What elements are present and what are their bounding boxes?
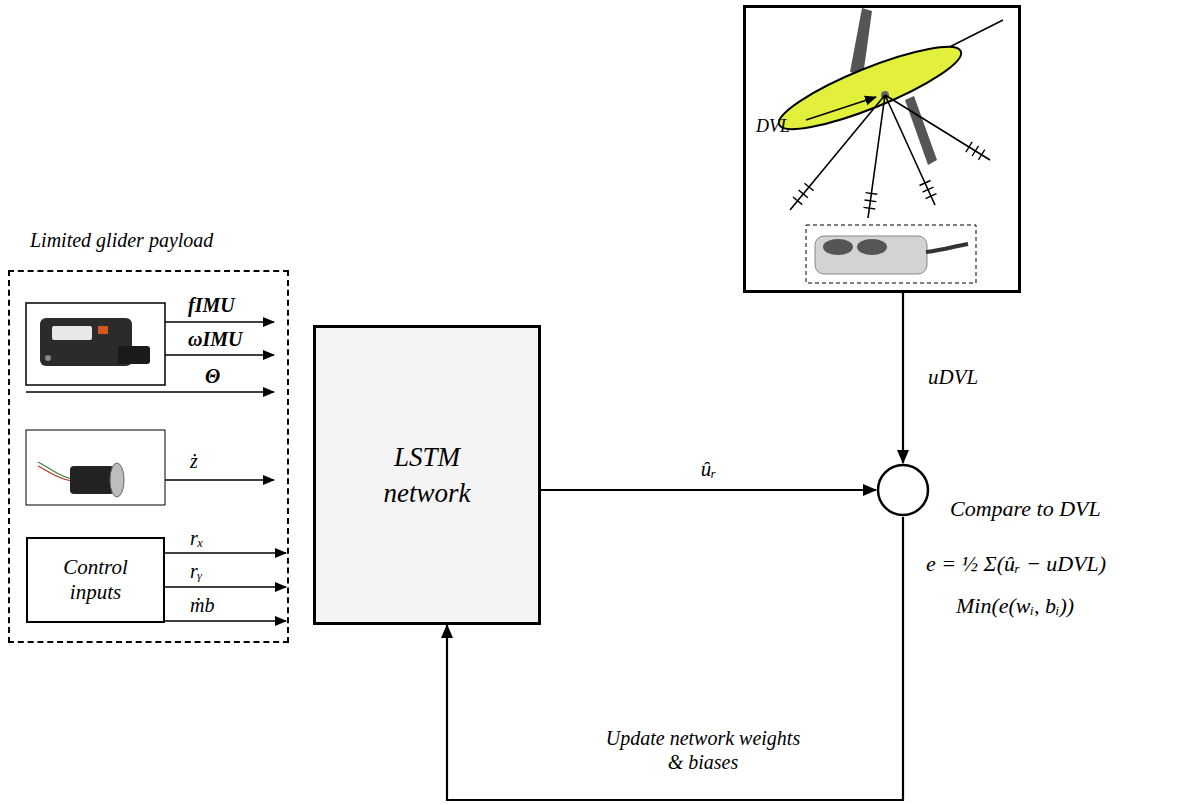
dvl-picture-part bbox=[857, 239, 887, 255]
dvl-picture bbox=[806, 225, 976, 283]
box-label: Control inputs bbox=[41, 555, 151, 605]
glider-picture-part-part bbox=[866, 193, 878, 195]
signal-arrows-part bbox=[165, 479, 274, 481]
imu-picture-part bbox=[26, 303, 165, 385]
connector-label: Update network weights & biases bbox=[595, 726, 811, 774]
signal-connector bbox=[902, 293, 904, 463]
signal-name: ωIMU bbox=[188, 328, 242, 350]
glider-picture-part bbox=[806, 97, 876, 120]
glider-picture-part bbox=[868, 95, 885, 218]
loss-formula: e = ½ Σ(ûᵣ − uDVL) bbox=[926, 551, 1106, 577]
glider-picture-part-part bbox=[793, 197, 802, 205]
control-inputs-box: Control inputs bbox=[26, 537, 165, 623]
payload-group: Limited glider payloadControl inputs bbox=[8, 270, 289, 643]
signal-connector bbox=[541, 489, 876, 491]
signal-name: rₓ bbox=[190, 527, 203, 549]
glider-picture-part bbox=[850, 8, 872, 76]
glider-picture-part-part bbox=[923, 187, 934, 192]
dvl-picture-part bbox=[815, 236, 927, 274]
connector-label: uDVL bbox=[925, 365, 981, 390]
glider-picture-part-part bbox=[966, 142, 972, 152]
glider-picture-part-part bbox=[972, 146, 978, 156]
glider-picture-part bbox=[885, 95, 990, 160]
signal-arrows-part bbox=[165, 586, 286, 588]
pressure-sensor-picture-part bbox=[110, 463, 124, 497]
dvl-picture-part bbox=[823, 239, 853, 255]
group-heading: Limited glider payload bbox=[30, 228, 213, 252]
junction-circle bbox=[876, 463, 930, 517]
connector-label: ûᵣ bbox=[698, 457, 720, 482]
glider-picture-part bbox=[905, 96, 937, 165]
glider-picture-part-part bbox=[804, 183, 813, 191]
junction-note: Compare to DVL bbox=[950, 496, 1101, 522]
signal-arrows-part bbox=[165, 552, 286, 554]
junction-circle bbox=[878, 465, 928, 515]
imu-picture-part bbox=[45, 355, 51, 361]
glider-picture bbox=[772, 8, 1003, 218]
pressure-sensor-picture bbox=[26, 430, 165, 505]
glider-picture-part-part bbox=[926, 194, 937, 199]
box-label: LSTM network bbox=[362, 439, 492, 512]
pressure-sensor-picture-part bbox=[38, 466, 72, 481]
signal-name: rᵧ bbox=[190, 560, 202, 582]
glider-picture-part bbox=[790, 95, 885, 210]
signal-name: Θ bbox=[205, 365, 220, 387]
signal-arrows-part bbox=[165, 354, 274, 356]
glider-picture-part bbox=[793, 142, 985, 209]
glider-picture-part-part bbox=[864, 207, 876, 209]
objective-formula: Min(e(wᵢ, bᵢ)) bbox=[956, 593, 1074, 619]
signal-arrows-part bbox=[165, 321, 274, 323]
glider-picture-part-part bbox=[920, 181, 931, 186]
signal-name: fIMU bbox=[188, 294, 235, 316]
glider-picture-part bbox=[772, 33, 969, 144]
imu-picture-part bbox=[118, 346, 150, 364]
pressure-sensor-picture-part bbox=[26, 430, 165, 505]
glider-picture-part-part bbox=[865, 200, 877, 202]
imu-picture-part bbox=[52, 326, 92, 340]
compare-junction: Compare to DVLe = ½ Σ(ûᵣ − uDVL)Min(e(wᵢ… bbox=[876, 463, 930, 517]
dvl-panel: DVL bbox=[743, 5, 1021, 293]
imu-picture-part bbox=[98, 326, 108, 334]
glider-picture-part-part bbox=[978, 150, 984, 160]
signal-arrows-part bbox=[26, 391, 274, 393]
part-label: DVL bbox=[756, 116, 790, 138]
dvl-picture-part bbox=[926, 244, 968, 252]
dvl-picture-part bbox=[806, 225, 976, 283]
signal-name: ṁb bbox=[190, 594, 214, 616]
pressure-sensor-picture-part bbox=[70, 466, 114, 494]
imu-picture bbox=[26, 303, 165, 385]
signal-arrows-part bbox=[165, 620, 286, 622]
pressure-sensor-picture-part bbox=[38, 462, 72, 479]
glider-picture-part bbox=[885, 95, 935, 205]
signal-name: ż bbox=[190, 450, 198, 472]
glider-picture-part-part bbox=[799, 190, 808, 198]
lstm-box: LSTM network bbox=[313, 325, 541, 625]
